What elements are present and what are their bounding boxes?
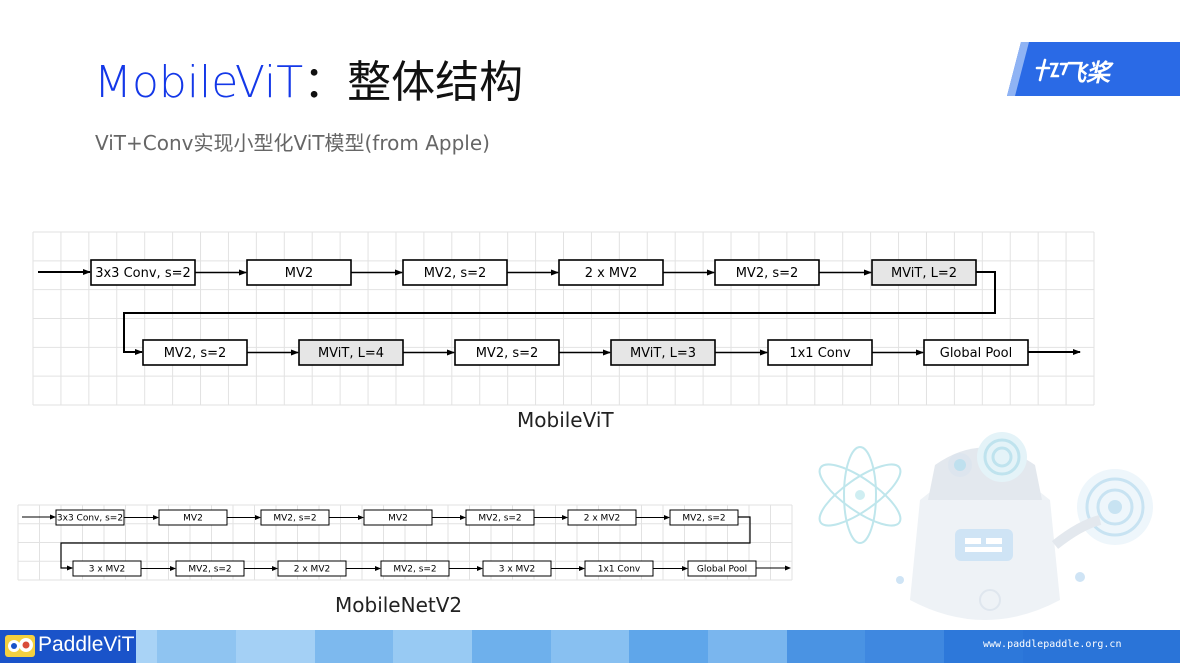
mobilevit-wrap-arrow [123, 271, 996, 355]
title-chinese: 整体结构 [347, 57, 524, 108]
mobilevit-block-label: MViT, L=2 [891, 266, 957, 281]
mobilenetv2-block-label: 1x1 Conv [598, 565, 641, 575]
title-separator: ： [303, 57, 348, 108]
mobilevit-block-label: MViT, L=3 [630, 346, 696, 361]
mobilenetv2-block-label: MV2, s=2 [478, 514, 521, 524]
mobilevit-block-label: Global Pool [940, 346, 1013, 361]
paddlevit-logo-icon [5, 635, 35, 657]
mobilevit-block [454, 339, 560, 366]
mobilevit-block-label: 3x3 Conv, s=2 [95, 266, 191, 281]
mobilenetv2-block-label: MV2, s=2 [393, 565, 436, 575]
title-english: MobileViT [94, 57, 304, 108]
paddle-mark-icon [1035, 58, 1069, 82]
mobilenetv2-block-label: MV2, s=2 [273, 514, 316, 524]
mobilevit-block-label: MV2, s=2 [476, 346, 539, 361]
paddlepaddle-logo [1007, 42, 1180, 96]
footer-url[interactable]: www.paddlepaddle.org.cn [983, 639, 1122, 650]
mobilenetv2-block-label: MV2 [183, 514, 203, 524]
mobilenetv2-block-label: 2 x MV2 [294, 565, 330, 575]
mobilenetv2-wrap-arrow [60, 516, 751, 571]
mobilevit-block [610, 339, 716, 366]
mobilevit-block [90, 259, 196, 286]
mobilevit-block-label: MV2, s=2 [736, 266, 799, 281]
mobilevit-block-label: 2 x MV2 [585, 266, 638, 281]
robot-illustration [818, 432, 1153, 620]
mobilenetv2-block-label: MV2, s=2 [188, 565, 231, 575]
mobilenetv2-block-label: 3 x MV2 [89, 565, 125, 575]
mobilenetv2-block-label: 2 x MV2 [584, 514, 620, 524]
mobilevit-block [142, 339, 248, 366]
mobilevit-block-label: MV2 [285, 266, 313, 281]
footer-bar: PaddleViT www.paddlepaddle.org.cn [0, 630, 1180, 663]
mobilenetv2-caption: MobileNetV2 [335, 593, 463, 617]
mobilenetv2-block-label: 3x3 Conv, s=2 [57, 514, 123, 524]
page-title: MobileViT：整体结构 [94, 46, 523, 110]
mobilevit-block [923, 339, 1029, 366]
mobilenetv2-block-label: Global Pool [697, 565, 747, 575]
mobilevit-block [871, 259, 977, 286]
mobilevit-block [558, 259, 664, 286]
mobilevit-block-label: MViT, L=4 [318, 346, 384, 361]
logo-text: 飞桨 [1062, 59, 1110, 87]
brand-text: PaddleViT [38, 633, 135, 656]
mobilevit-block-label: MV2, s=2 [424, 266, 487, 281]
mobilevit-block [402, 259, 508, 286]
mobilevit-block-label: MV2, s=2 [164, 346, 227, 361]
mobilenetv2-block-label: MV2, s=2 [682, 514, 725, 524]
mobilenetv2-block-label: MV2 [388, 514, 408, 524]
mobilenetv2-block-label: 3 x MV2 [499, 565, 535, 575]
paddlevit-brand: PaddleViT [0, 630, 136, 663]
mobilevit-block-label: 1x1 Conv [789, 346, 851, 361]
page-subtitle: ViT+Conv实现小型化ViT模型(from Apple) [95, 131, 490, 155]
mobilevit-caption: MobileViT [517, 408, 614, 432]
